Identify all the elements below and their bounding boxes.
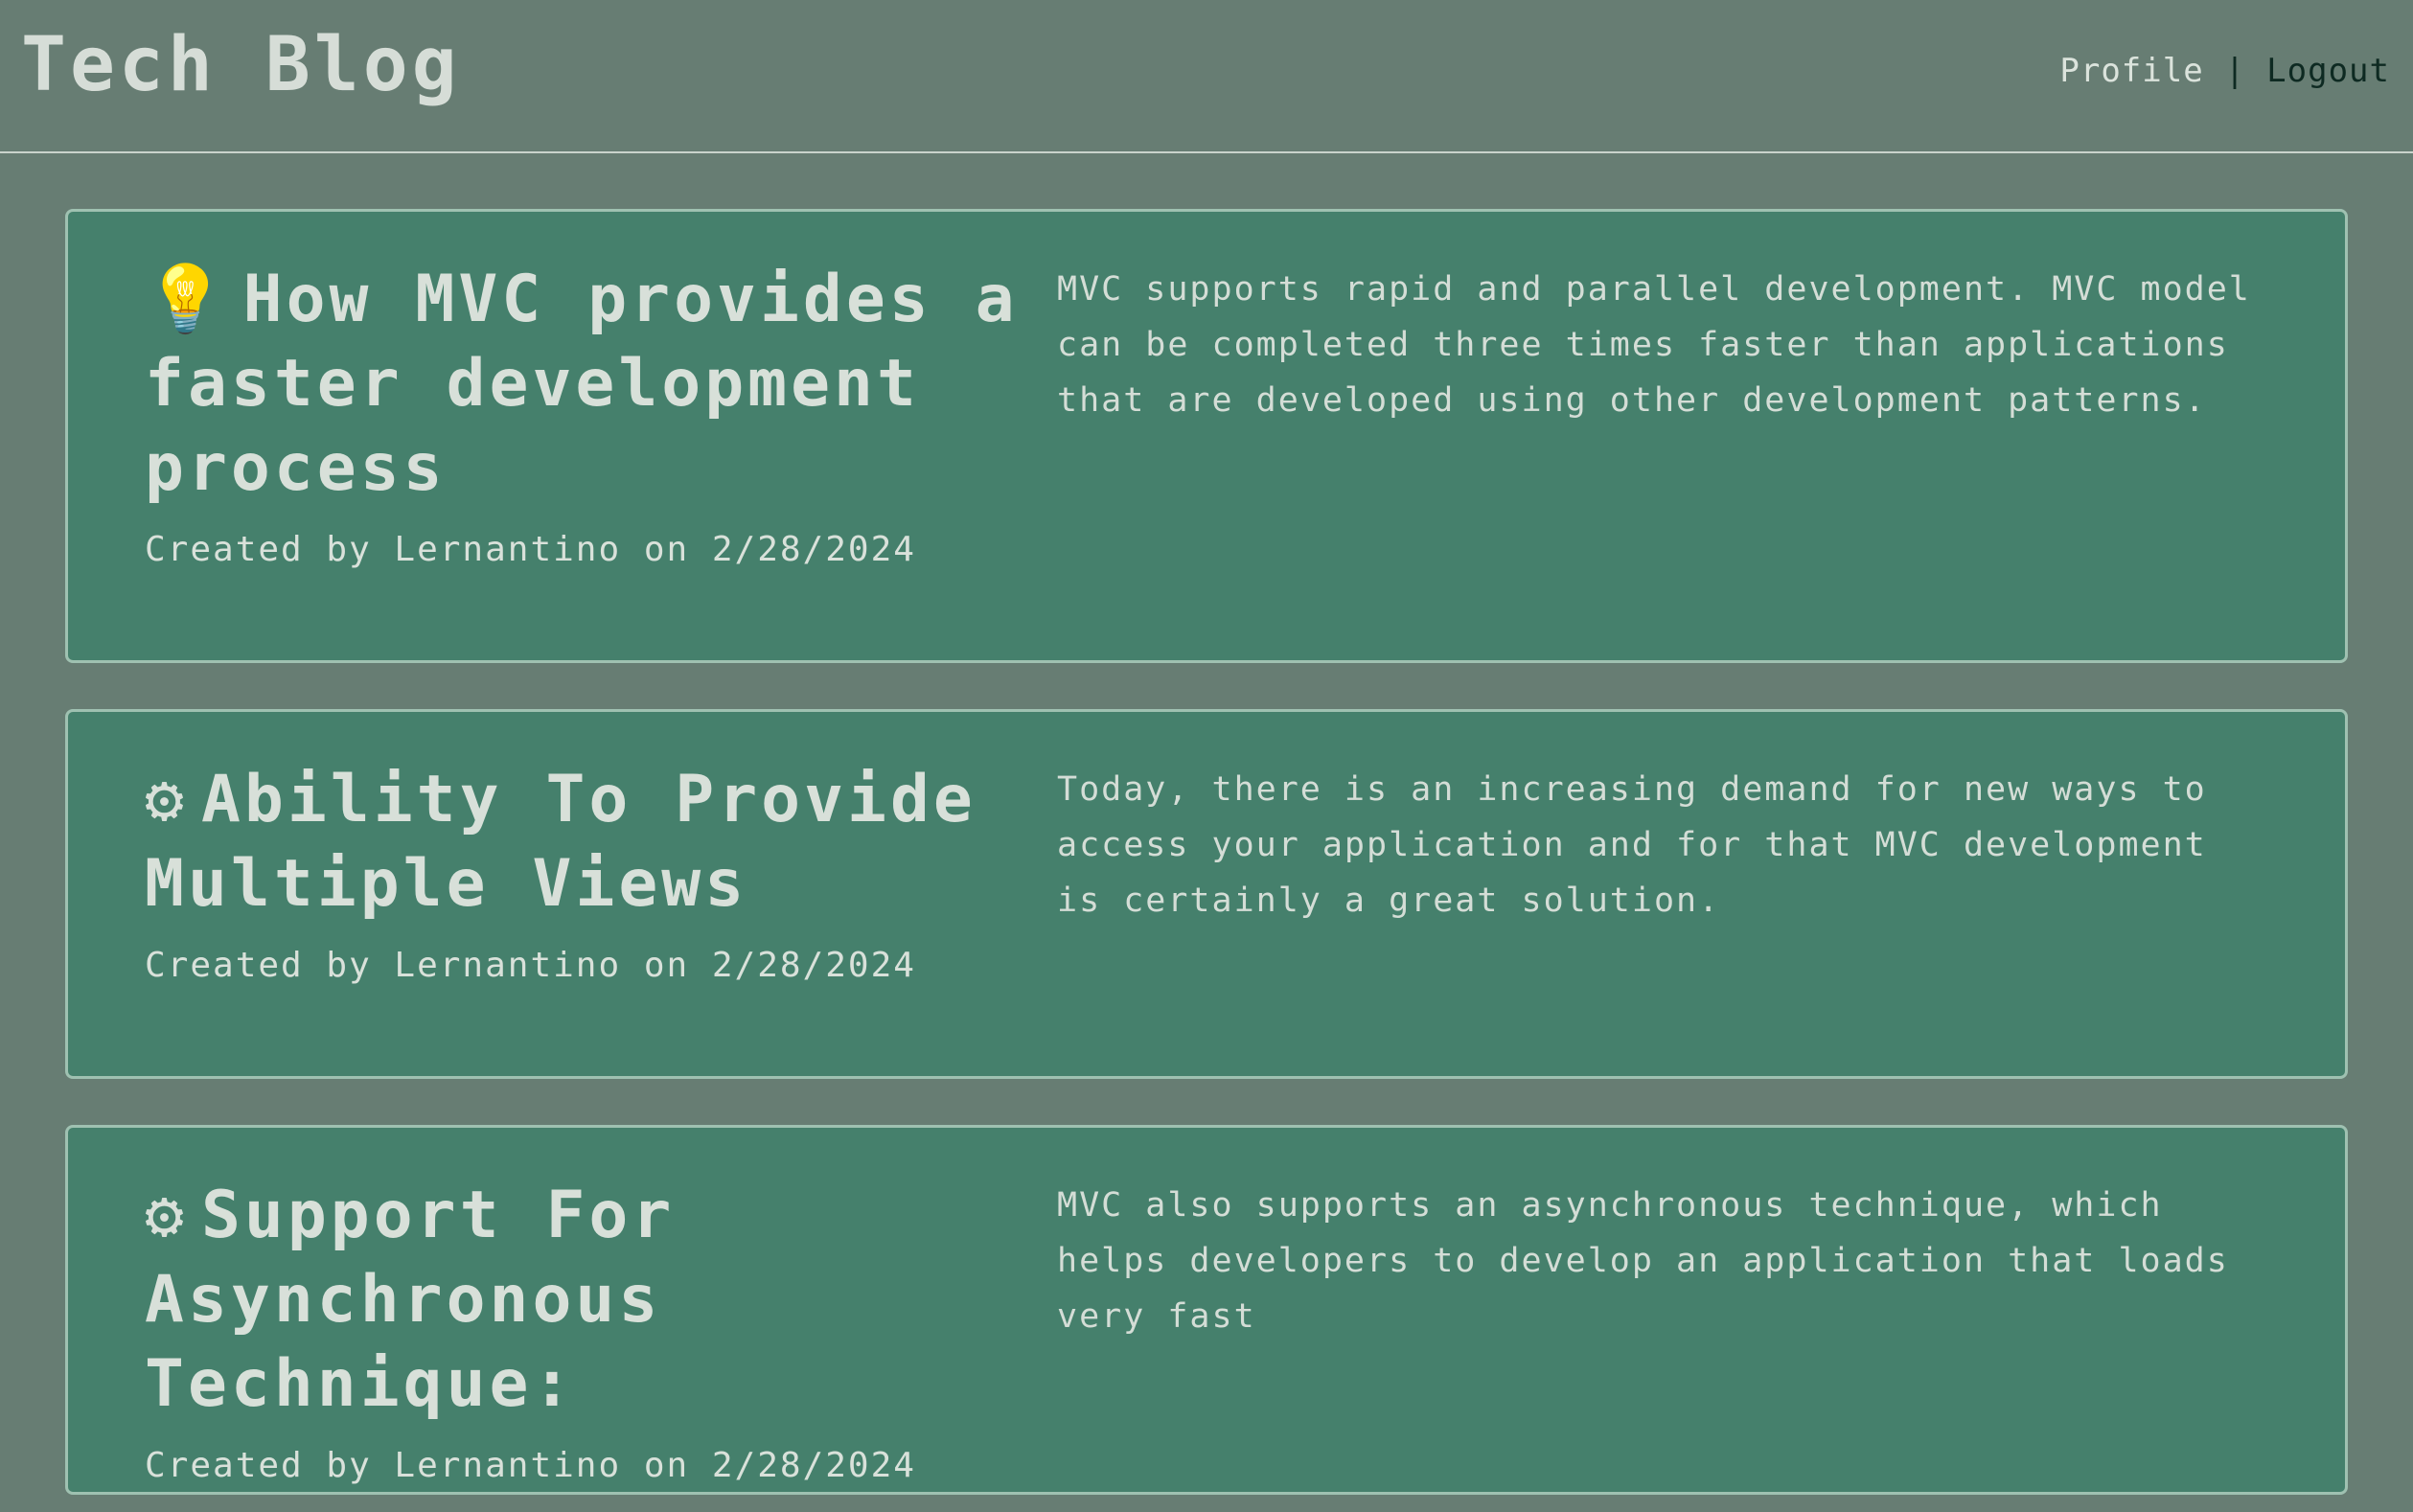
post-title-text: Support For Asynchronous Technique: <box>145 1178 676 1422</box>
post-meta: Created by Lernantino on 2/28/2024 <box>145 946 916 985</box>
site-title[interactable]: Tech Blog <box>21 22 461 108</box>
top-nav: Profile | Logout <box>2059 52 2390 90</box>
post-card[interactable]: 💡How MVC provides a faster development p… <box>65 209 2348 663</box>
post-header: ⚙Ability To Provide Multiple Views Creat… <box>145 758 1057 1034</box>
post-header: 💡How MVC provides a faster development p… <box>145 258 1057 618</box>
post-title[interactable]: ⚙Support For Asynchronous Technique: <box>145 1174 1057 1427</box>
post-body: MVC supports rapid and parallel developm… <box>1057 270 2251 420</box>
post-body: Today, there is an increasing demand for… <box>1057 770 2207 920</box>
post-header: ⚙Support For Asynchronous Technique: Cre… <box>145 1174 1057 1485</box>
post-meta: Created by Lernantino on 2/28/2024 <box>145 530 916 569</box>
post-title-text: Ability To Provide Multiple Views <box>145 762 977 922</box>
profile-link[interactable]: Profile <box>2059 52 2204 90</box>
post-card[interactable]: ⚙Ability To Provide Multiple Views Creat… <box>65 709 2348 1079</box>
gear-icon: ⚙ <box>145 1178 188 1253</box>
post-title-text: How MVC provides a faster development pr… <box>145 262 1019 506</box>
post-body: MVC also supports an asynchronous techni… <box>1057 1186 2229 1336</box>
post-list: 💡How MVC provides a faster development p… <box>0 153 2413 1495</box>
post-card[interactable]: ⚙Support For Asynchronous Technique: Cre… <box>65 1125 2348 1495</box>
site-header: Tech Blog Profile | Logout <box>0 0 2413 153</box>
lightbulb-icon: 💡 <box>145 262 230 337</box>
gear-icon: ⚙ <box>145 762 188 837</box>
post-title[interactable]: 💡How MVC provides a faster development p… <box>145 258 1057 511</box>
nav-separator: | <box>2224 52 2246 90</box>
post-meta: Created by Lernantino on 2/28/2024 <box>145 1446 916 1485</box>
logout-link[interactable]: Logout <box>2266 52 2390 90</box>
post-title[interactable]: ⚙Ability To Provide Multiple Views <box>145 758 1057 927</box>
